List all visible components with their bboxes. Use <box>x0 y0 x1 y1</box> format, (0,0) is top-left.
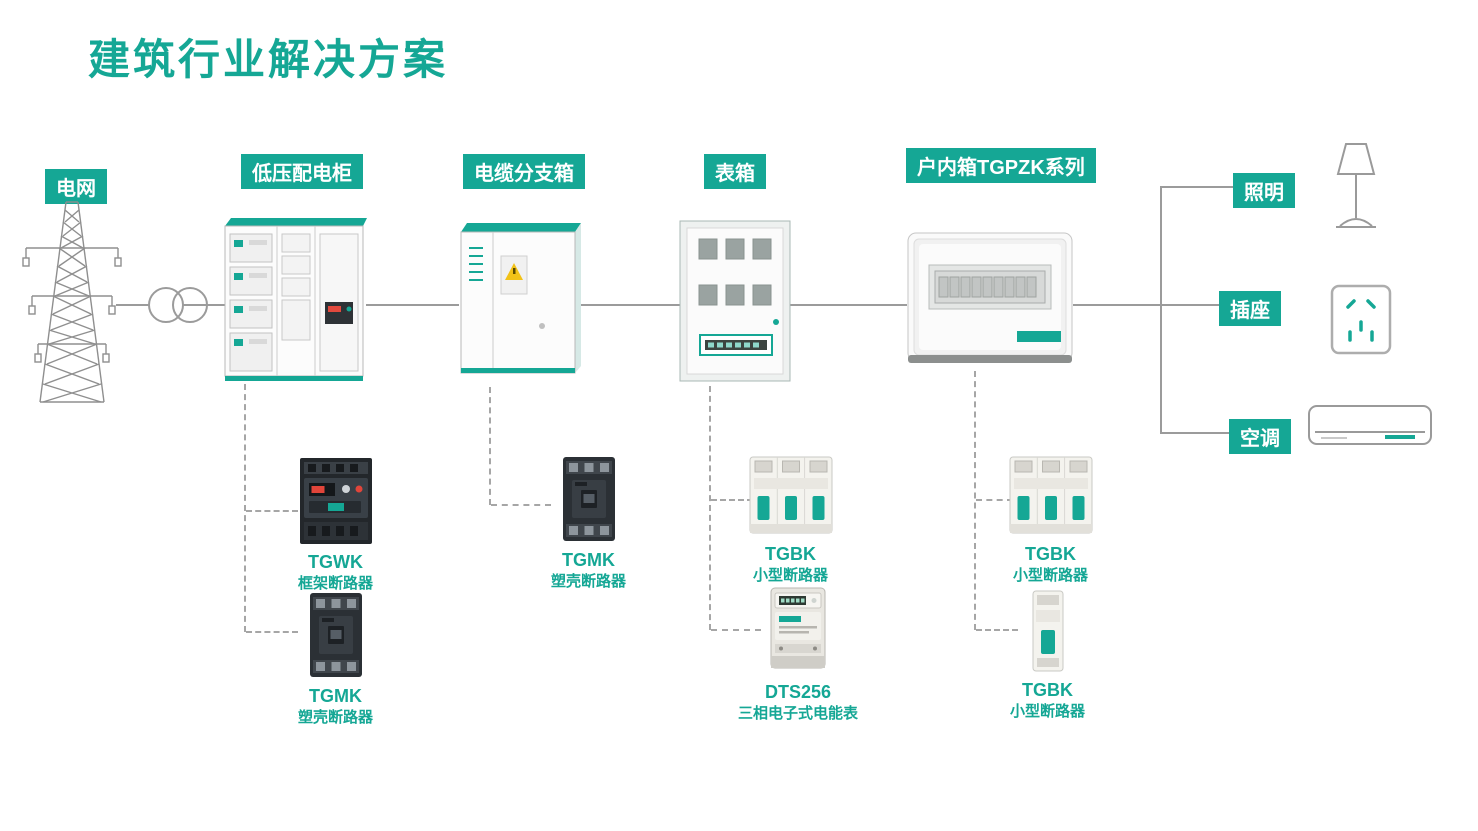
product-model: TGBK <box>1022 680 1073 700</box>
miniature-circuit-breaker-image <box>1019 588 1077 674</box>
dashed-connector-meter-box-down <box>709 386 711 630</box>
label-air-conditioner: 空调 <box>1229 419 1291 454</box>
power-line-meter-box-to-indoor-box <box>790 304 907 306</box>
product-tgmk-molded-case-breaker-1: TGMK 塑壳断路器 <box>278 590 393 728</box>
molded-case-breaker-image <box>555 454 623 544</box>
product-name: 框架断路器 <box>297 574 373 592</box>
product-tgmk-molded-case-breaker-2: TGMK 塑壳断路器 <box>531 454 646 592</box>
lv-distribution-cabinet-illustration <box>221 210 367 386</box>
product-tgbk-mini-breaker-1: TGBK 小型断路器 <box>733 452 848 586</box>
miniature-circuit-breaker-image <box>747 452 835 538</box>
dashed-connector-branch-box-tgmk <box>491 504 551 506</box>
product-model: TGWK <box>308 552 363 572</box>
cable-branch-box-illustration <box>457 216 582 386</box>
lamp-icon <box>1327 140 1385 232</box>
branch-line-lighting <box>1162 186 1233 188</box>
product-dts256-energy-meter: DTS256 三相电子式电能表 <box>723 586 873 724</box>
product-tgbk-mini-breaker-3: TGBK 小型断路器 <box>990 588 1105 722</box>
label-lv-distribution-cabinet: 低压配电柜 <box>241 154 363 189</box>
frame-circuit-breaker-image <box>298 456 374 546</box>
label-power-grid: 电网 <box>45 169 107 204</box>
molded-case-breaker-image <box>302 590 370 680</box>
dashed-connector-cabinet-tgwk <box>246 510 298 512</box>
dashed-connector-meter-box-tgbk <box>711 499 753 501</box>
air-conditioner-icon <box>1307 402 1433 452</box>
label-cable-branch-box: 电缆分支箱 <box>463 154 585 189</box>
product-name: 小型断路器 <box>1009 702 1085 720</box>
dashed-connector-cabinet-tgmk <box>246 631 298 633</box>
label-socket: 插座 <box>1219 291 1281 326</box>
meter-box-illustration <box>678 219 792 385</box>
dashed-connector-meter-box-dts256 <box>711 629 761 631</box>
energy-meter-image <box>764 586 832 676</box>
dashed-connector-branch-box-down <box>489 387 491 505</box>
product-model: TGMK <box>309 686 362 706</box>
miniature-circuit-breaker-image <box>1007 452 1095 538</box>
socket-icon <box>1330 284 1392 355</box>
product-model: TGBK <box>1025 544 1076 564</box>
power-line-branch-box-to-meter-box <box>580 304 680 306</box>
branch-line-socket <box>1162 304 1219 306</box>
product-model: DTS256 <box>764 682 832 702</box>
product-model: TGBK <box>765 544 816 564</box>
product-name: 小型断路器 <box>752 566 828 584</box>
load-bus-line <box>1160 186 1162 434</box>
indoor-box-illustration <box>905 227 1075 371</box>
transformer-icon <box>142 280 214 330</box>
product-name: 塑壳断路器 <box>550 572 626 590</box>
product-name: 三相电子式电能表 <box>737 704 858 722</box>
branch-line-air-conditioner <box>1162 432 1229 434</box>
label-meter-box: 表箱 <box>704 154 766 189</box>
product-model: TGMK <box>562 550 615 570</box>
product-name: 小型断路器 <box>1012 566 1088 584</box>
product-name: 塑壳断路器 <box>297 708 373 726</box>
label-indoor-box-tgpzk: 户内箱TGPZK系列 <box>906 148 1096 183</box>
dashed-connector-cabinet-down <box>244 384 246 632</box>
power-line-cabinet-to-branch-box <box>366 304 459 306</box>
transmission-tower-illustration <box>12 196 132 408</box>
dashed-connector-indoor-box-down <box>974 371 976 630</box>
label-lighting: 照明 <box>1233 173 1295 208</box>
dashed-connector-indoor-box-tgbk2 <box>976 629 1018 631</box>
product-tgbk-mini-breaker-2: TGBK 小型断路器 <box>993 452 1108 586</box>
page-title: 建筑行业解决方案 <box>88 36 449 83</box>
dashed-connector-indoor-box-tgbk1 <box>976 499 1013 501</box>
power-line-indoor-box-to-bus <box>1073 304 1162 306</box>
product-tgwk-frame-breaker: TGWK 框架断路器 <box>278 456 393 594</box>
